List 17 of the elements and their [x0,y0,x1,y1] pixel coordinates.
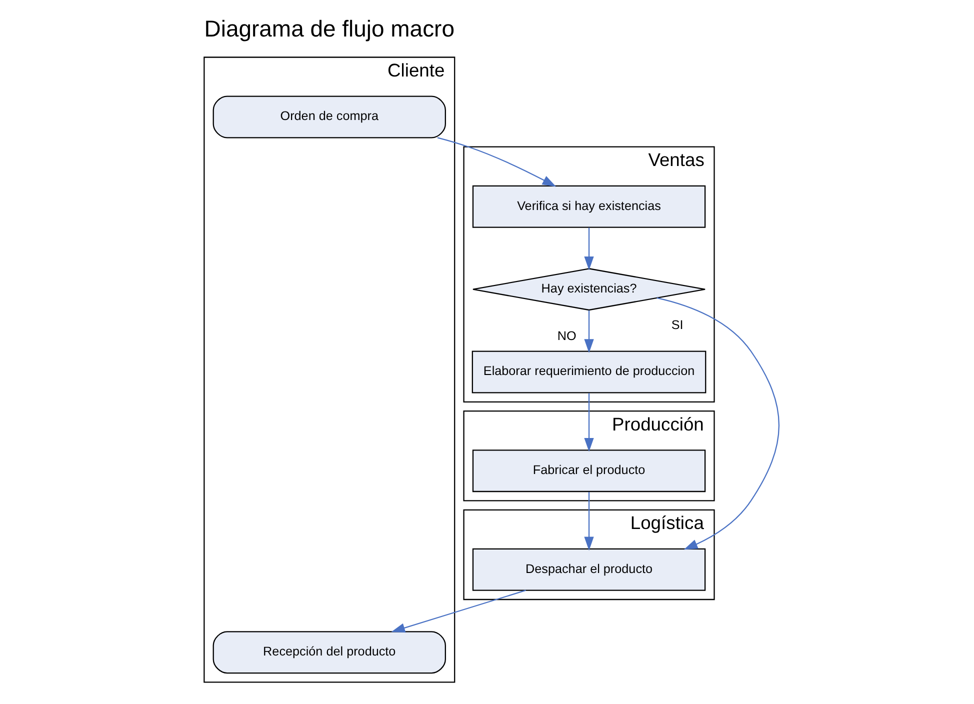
node-box: Fabricar el producto [472,449,706,492]
edge-label: NO [557,328,576,342]
diagram-title: Diagrama de flujo macro [204,15,454,42]
node-box: Orden de compra [212,95,446,138]
node-box: Verifica si hay existencias [472,184,706,228]
arrow [584,310,594,352]
node-box: Recepción del producto [212,630,446,674]
node-box: Despachar el producto [472,548,706,590]
arrow [437,136,556,186]
arrow [584,392,594,452]
arrow [391,589,526,632]
arrow [584,491,594,550]
node-box: Elaborar requerimiento de produccion [472,350,706,393]
node-diamond: Hay existencias? [472,268,706,310]
arrow [584,227,594,270]
edge-label: SI [671,317,684,332]
arrow [656,296,780,550]
